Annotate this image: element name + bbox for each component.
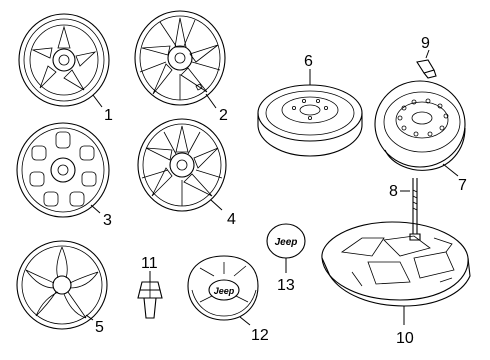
spare-wheel-6 [257,84,363,157]
callout-6: 6 [304,53,313,70]
spare-wheel-7 [374,80,466,171]
callout-3: 3 [103,212,112,229]
callout-5: 5 [95,319,104,336]
callout-1: 1 [104,107,113,124]
callout-8: 8 [389,183,398,200]
leader-lines [85,49,459,326]
callout-2: 2 [219,107,228,124]
center-cap-emblem-13: Jeep [266,223,306,259]
wheel-4 [137,118,227,212]
callout-10: 10 [396,330,414,347]
callout-12: 12 [251,327,269,344]
callout-13: 13 [277,277,295,294]
wheel-2 [134,10,226,106]
valve-stem-9 [416,59,437,79]
callout-11: 11 [141,255,158,272]
jeep-logo-cap-12: Jeep [214,286,235,296]
wheel-5 [16,240,108,330]
storage-tray-10 [321,221,471,307]
callout-labels: 1 2 3 4 5 6 7 8 9 10 11 12 13 [95,35,467,347]
callout-9: 9 [421,35,430,52]
center-cap-12: Jeep [187,255,259,321]
hold-down-bolt-8 [409,178,421,241]
wheel-1 [18,13,110,107]
jeep-logo-emblem-13: Jeep [275,237,298,248]
callout-7: 7 [458,177,467,194]
wheel-3 [16,122,110,218]
callout-4: 4 [227,211,236,228]
lug-nut-11 [137,281,163,319]
